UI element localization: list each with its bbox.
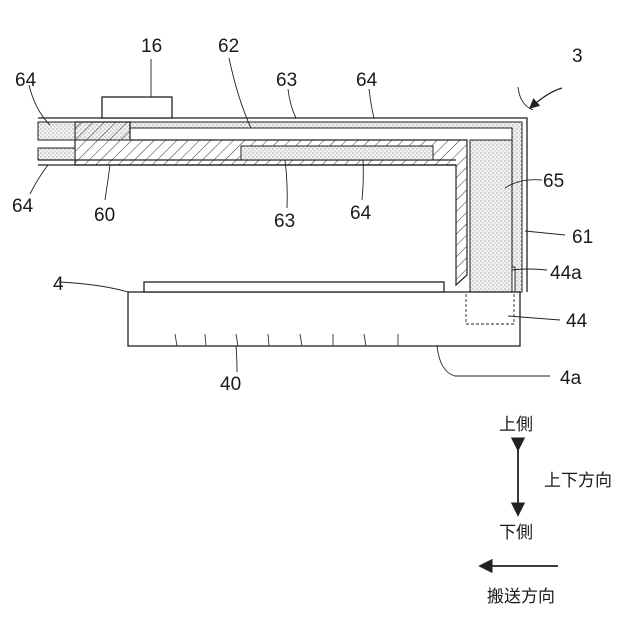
label-62: 62 <box>218 36 239 57</box>
label-60: 60 <box>94 205 115 226</box>
direction-legend: 上側 下側 上下方向 搬送方向 <box>480 415 612 607</box>
label-4a: 4a <box>560 368 582 389</box>
label-61: 61 <box>572 227 593 248</box>
label-3: 3 <box>572 46 583 67</box>
down-side-label: 下側 <box>499 523 533 543</box>
head-assembly <box>38 97 527 292</box>
plate-on-base <box>144 282 444 292</box>
component-16 <box>102 97 172 118</box>
label-40: 40 <box>220 374 241 395</box>
label-64-top-right: 64 <box>356 70 378 91</box>
transport-direction-label: 搬送方向 <box>487 587 555 607</box>
label-63-bottom: 63 <box>274 211 295 232</box>
label-65: 65 <box>543 171 564 192</box>
label-64-bottom-left: 64 <box>12 196 34 217</box>
label-16: 16 <box>141 36 162 57</box>
up-side-label: 上側 <box>499 415 533 435</box>
label-63-top: 63 <box>276 70 297 91</box>
inner-strip-63 <box>241 146 433 160</box>
label-44a: 44a <box>550 263 582 284</box>
label-64-top-left: 64 <box>15 70 37 91</box>
label-4: 4 <box>53 274 64 295</box>
base-4-body <box>128 292 520 346</box>
ref-3-arrow <box>530 88 562 108</box>
left-layer-64-lower <box>38 148 75 160</box>
left-layer-64-upper <box>38 122 75 140</box>
base-4 <box>128 282 520 346</box>
label-44: 44 <box>566 311 588 332</box>
vertical-direction-label: 上下方向 <box>544 471 612 491</box>
fill-region-65 <box>470 140 512 292</box>
label-64-bottom-right: 64 <box>350 203 372 224</box>
